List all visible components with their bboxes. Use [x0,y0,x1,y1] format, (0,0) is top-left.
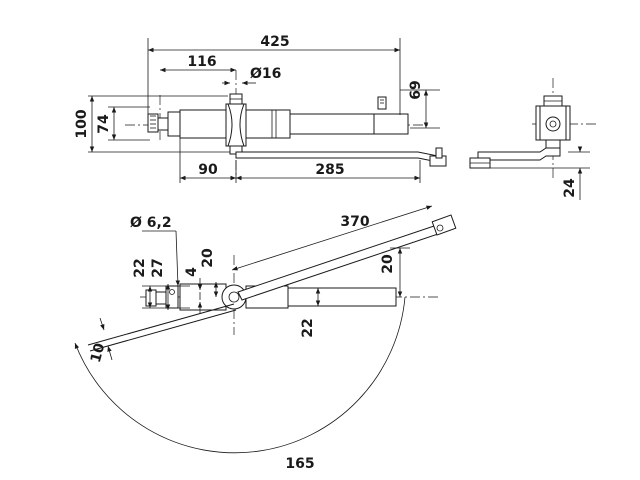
dim-22b: 22 [300,318,316,337]
dim-4: 4 [184,267,200,277]
dim-370: 370 [340,214,369,230]
dim-24: 24 [562,178,578,198]
dim-425: 425 [260,34,289,50]
dim-d16: Ø16 [250,66,281,82]
dim-10-arrow-b [107,345,113,361]
dim-20b: 20 [380,254,396,274]
dim-74: 74 [96,114,112,134]
arm-top-view [235,147,447,167]
swing-arc [74,296,406,454]
dim-20a: 20 [200,248,216,268]
dim-165: 165 [285,456,314,472]
dim-116: 116 [187,54,216,70]
door-line-closed [87,303,235,346]
dim-90: 90 [198,162,218,178]
closer-body [179,96,409,147]
dim-285: 285 [315,162,344,178]
dim-22a: 22 [132,258,148,277]
mounting-bracket-opening [145,285,179,309]
closer-body-opening [179,283,397,311]
dim-69: 69 [408,80,424,99]
mounting-bracket [147,111,181,137]
dim-100: 100 [74,109,90,138]
dim-d62: Ø 6,2 [130,215,172,231]
side-view: 24 [469,78,598,200]
door-line-closed-2 [89,309,237,352]
dim-370-line [231,205,433,271]
dim-d62-leader [175,230,181,287]
dim-10: 10 [88,341,109,364]
top-view: 425 116 Ø16 69 100 74 90 285 [74,34,447,183]
dim-10-arrow-a [99,317,105,331]
opening-view: 165 370 Ø 6,2 [74,205,457,472]
dim-27: 27 [150,258,166,277]
